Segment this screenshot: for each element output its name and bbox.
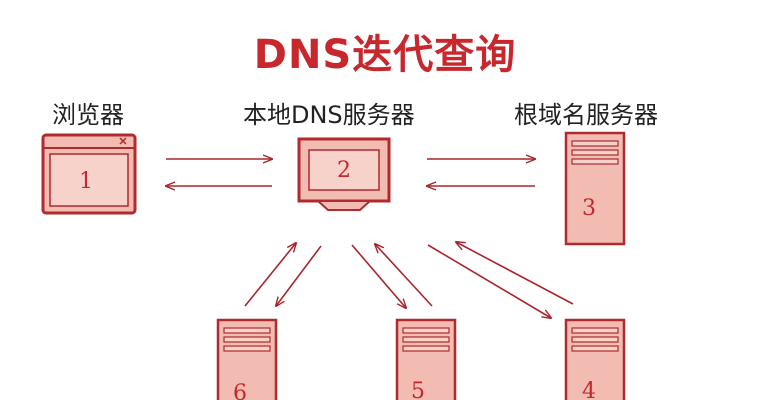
server-6-number: 6 [233,381,247,400]
arrow-server-6-to-local-dns [244,243,296,307]
diagram-title: DNS迭代查询 [253,32,517,78]
browser-window-icon: 1 [41,133,137,215]
arrow-server-4-to-local-dns [456,242,574,305]
server-5-icon: 5 [395,318,457,400]
arrow-local-dns-to-server-6 [276,245,322,306]
root-dns-number: 3 [582,196,596,221]
root-dns-label: 根域名服务器 [514,101,658,129]
browser-number: 1 [79,169,93,194]
server-6-icon: 6 [216,318,278,400]
server-4-number: 4 [582,379,596,400]
server-5-number: 5 [411,379,425,400]
local-dns-label: 本地DNS服务器 [243,101,415,129]
arrow-server-5-to-local-dns [375,244,433,307]
arrow-local-dns-to-server-4 [427,244,551,318]
server-4-icon: 4 [564,318,626,400]
root-dns-server-icon: 3 [564,131,626,246]
local-dns-number: 2 [337,158,351,183]
local-dns-server-icon: 2 [297,137,391,211]
browser-label: 浏览器 [52,101,124,129]
arrow-local-dns-to-server-5 [351,244,406,308]
